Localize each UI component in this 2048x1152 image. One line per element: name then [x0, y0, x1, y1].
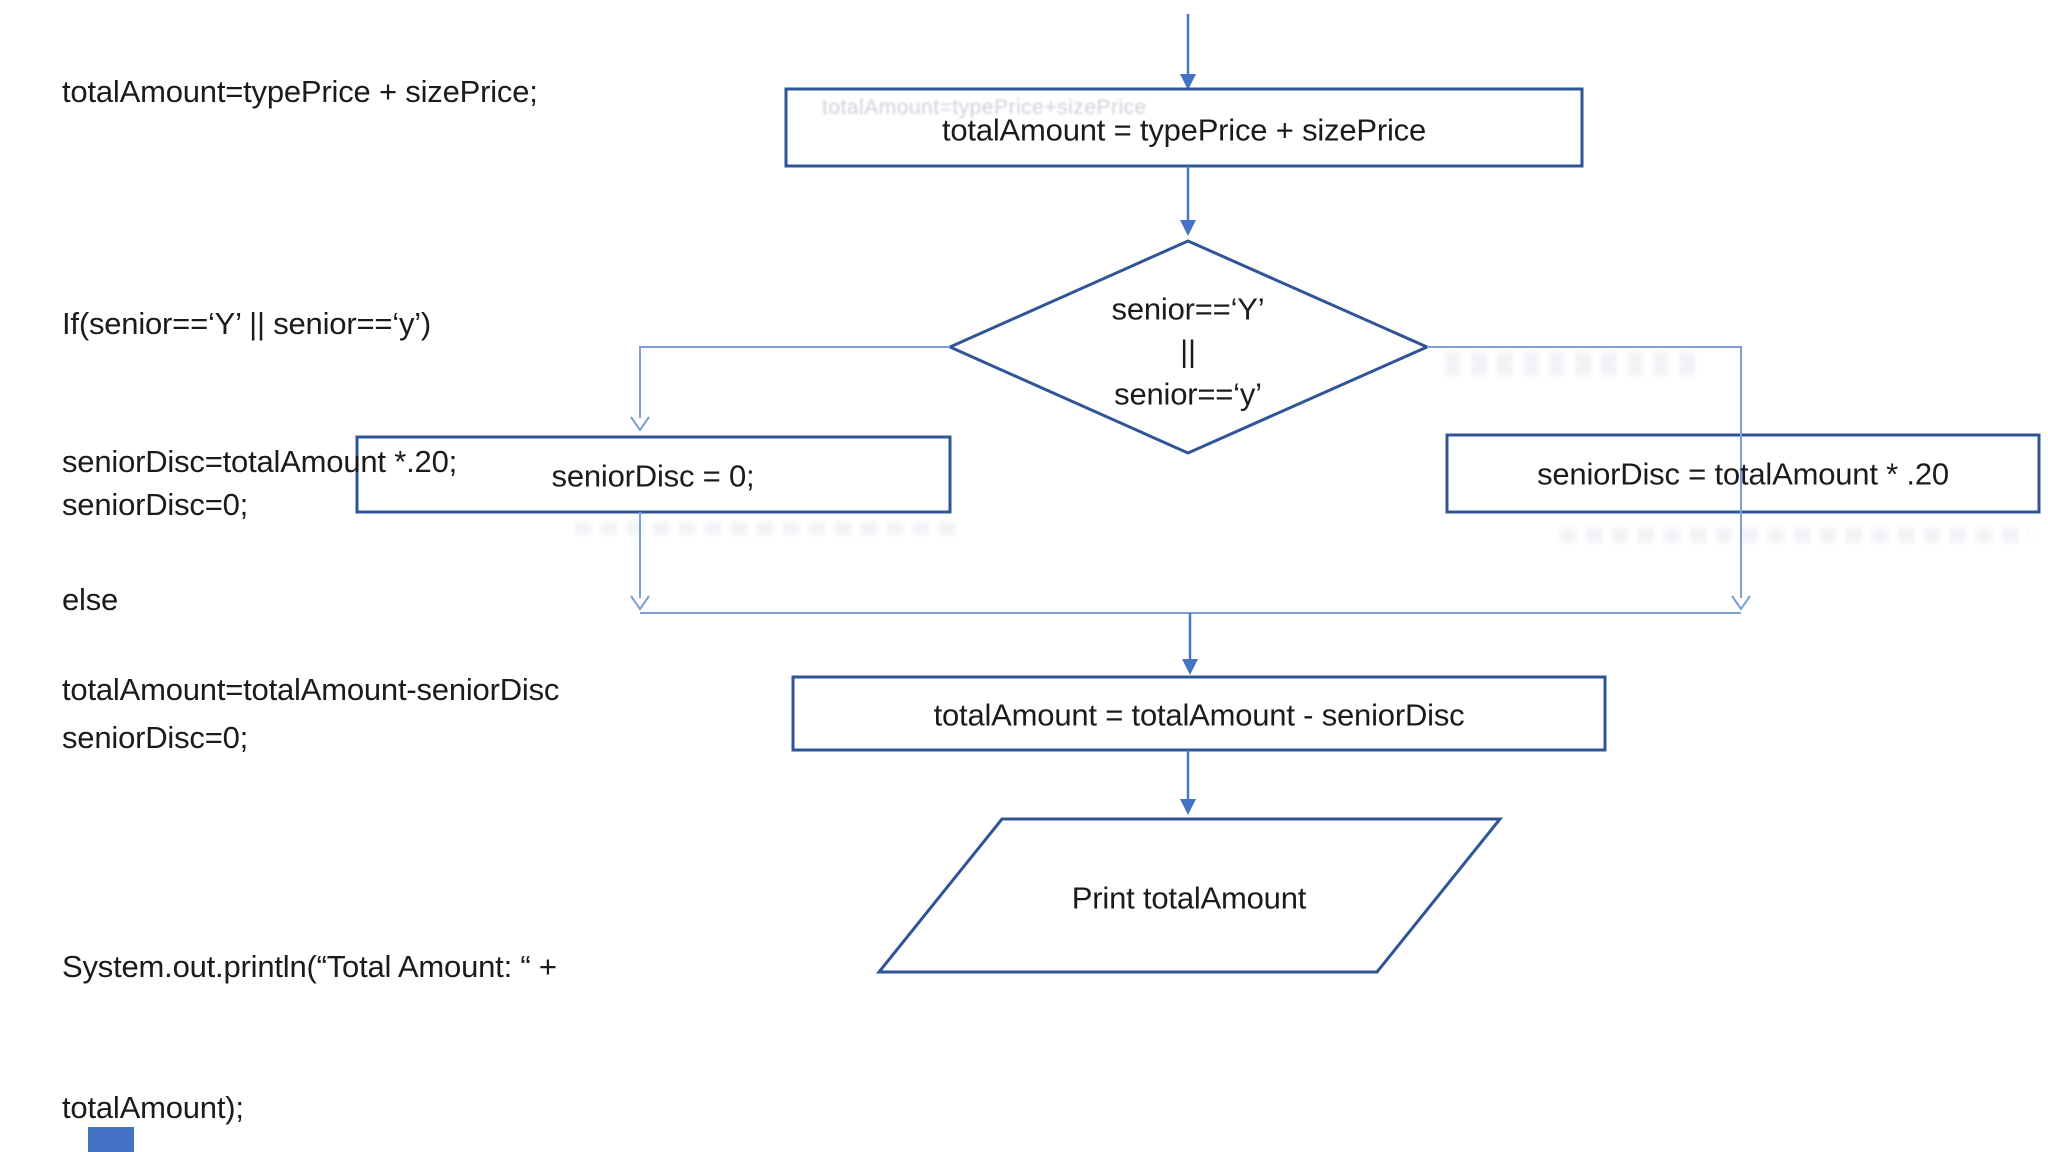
code-println-line-1: System.out.println(“Total Amount: “ + — [62, 949, 557, 984]
code-if-line-1: If(senior==‘Y’ || senior==‘y’) — [62, 306, 432, 341]
node-subtract-disc-label: totalAmount = totalAmount - seniorDisc — [934, 698, 1465, 733]
code-println-line-2: totalAmount); — [62, 1090, 244, 1125]
node-decision-senior — [946, 239, 1431, 455]
code-if-line-4: seniorDisc=0; — [62, 720, 249, 755]
decision-line-1: senior==‘Y’ — [1112, 292, 1265, 327]
smudge-artifact — [575, 522, 955, 535]
smudge-artifact — [1445, 352, 1705, 376]
arrowhead-to-subtract — [1182, 659, 1198, 675]
smudge-artifact — [1560, 528, 2030, 543]
code-subtract-line: totalAmount=totalAmount-seniorDisc — [62, 672, 560, 707]
connector-true-branch — [1427, 346, 1742, 598]
arrowhead-to-print — [1180, 799, 1196, 815]
ghost-text-artifact: totalAmount=typePrice+sizePrice — [822, 96, 1147, 119]
arrowhead-right-merge — [1731, 595, 1751, 611]
node-set-zero-label: seniorDisc = 0; — [552, 459, 755, 494]
node-set-discount-label: seniorDisc = totalAmount * .20 — [1537, 457, 1949, 492]
node-subtract-disc — [791, 675, 1607, 752]
code-if-line-2: seniorDisc=totalAmount *.20; — [62, 444, 458, 479]
arrowhead-false-branch — [630, 416, 650, 432]
node-set-zero — [355, 435, 952, 514]
code-assign-line: totalAmount=typePrice + sizePrice; — [62, 74, 538, 109]
decision-line-2: || — [1180, 334, 1196, 369]
node-assign-total — [784, 87, 1584, 168]
arrowhead-entry — [1180, 74, 1196, 90]
node-print-total — [875, 817, 1504, 974]
arrowhead-left-merge — [630, 595, 650, 611]
connector-false-branch — [639, 346, 950, 418]
node-print-total-label: Print totalAmount — [1072, 881, 1307, 916]
code-println-block: System.out.println(“Total Amount: “ + to… — [62, 849, 557, 1152]
code-if-block: If(senior==‘Y’ || senior==‘y’) seniorDis… — [62, 209, 457, 853]
arrowhead-to-decision — [1180, 220, 1196, 236]
node-assign-total-label: totalAmount = typePrice + sizePrice — [942, 113, 1426, 148]
code-senior-disc-zero: seniorDisc=0; — [62, 487, 249, 522]
code-if-line-3: else — [62, 582, 119, 617]
decision-line-3: senior==‘y’ — [1114, 377, 1262, 412]
node-set-discount — [1445, 433, 2041, 514]
corner-artifact-box — [88, 1127, 134, 1152]
